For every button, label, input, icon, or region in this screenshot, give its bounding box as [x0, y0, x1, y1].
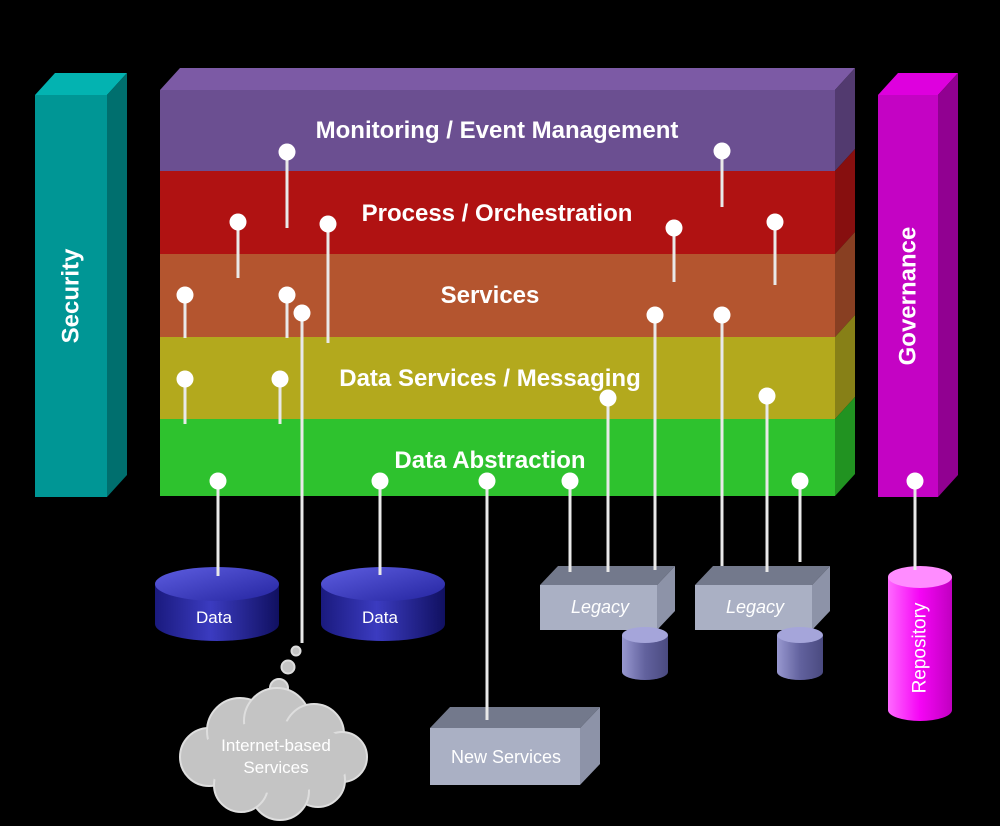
legacy-box-1-side [657, 566, 675, 630]
governance-pillar-top [878, 73, 958, 95]
security-pillar: Security [35, 73, 127, 497]
legacy-box-1-top [540, 566, 675, 585]
connector-pin [766, 213, 784, 285]
connector-pin [665, 219, 683, 282]
connector-pin [319, 215, 337, 343]
security-pillar-side [107, 73, 127, 497]
stack-top-face [160, 68, 855, 90]
legacy-box-2-top [695, 566, 830, 585]
new-services-box-top [430, 707, 600, 728]
connector-pins [176, 142, 924, 720]
connector-pin [561, 472, 579, 572]
new-services-box-front [430, 728, 580, 785]
connector-pin [271, 370, 289, 424]
layer-dataservices-side [835, 315, 855, 419]
connector-pin [478, 472, 496, 720]
data-cylinder-2-label: Data [362, 608, 398, 627]
legacy-box-2-label: Legacy [726, 597, 785, 617]
cloud-label-line1: Internet-based [221, 736, 331, 755]
connector-pin [599, 389, 617, 572]
connector-pin [209, 472, 227, 576]
connector-pin [176, 286, 194, 338]
repository-label: Repository [910, 602, 931, 693]
repository-cylinder-top [888, 566, 952, 588]
connector-pin [278, 286, 296, 338]
legacy-cylinder-2 [777, 627, 823, 680]
connector-pin [791, 472, 809, 562]
legacy-box-1-front [540, 585, 657, 630]
governance-pillar: Governance [878, 73, 958, 497]
connector-pin [371, 472, 389, 575]
connector-pin [906, 472, 924, 570]
data-cylinder-1-top [155, 567, 279, 601]
layer-process-side [835, 149, 855, 254]
new-services-box-side [580, 707, 600, 785]
connector-pin [758, 387, 776, 572]
legacy-box-2-front [695, 585, 812, 630]
connector-pin [293, 304, 311, 643]
legacy-box-1: Legacy [540, 566, 675, 630]
new-services-label: New Services [451, 747, 561, 767]
legacy-cylinder-2-top [777, 627, 823, 643]
legacy-box-2: Legacy [695, 566, 830, 630]
layer-monitoring-label: Monitoring / Event Management [316, 117, 679, 144]
data-cylinder-2-top [321, 567, 445, 601]
connector-pin [646, 306, 664, 570]
legacy-box-1-label: Legacy [571, 597, 630, 617]
legacy-cylinder-1-top [622, 627, 668, 643]
layer-services-label: Services [441, 282, 540, 309]
repository-cylinder-body [888, 577, 952, 721]
layer-abstraction-label: Data Abstraction [394, 447, 585, 474]
layer-stack: Monitoring / Event Management Process / … [160, 68, 855, 496]
layer-services-side [835, 232, 855, 337]
governance-label: Governance [895, 227, 922, 366]
repository-cylinder: Repository [888, 566, 952, 721]
connector-pin [713, 306, 731, 566]
connector-pin [176, 370, 194, 424]
layer-monitoring-side [835, 68, 855, 171]
security-label: Security [58, 248, 85, 343]
internet-cloud: Internet-based Services [179, 645, 368, 821]
cloud-center [198, 721, 354, 793]
legacy-box-2-side [812, 566, 830, 630]
cloud-trail-bubble [280, 659, 296, 675]
legacy-cylinder-1-body [622, 635, 668, 680]
security-pillar-front [35, 95, 107, 497]
legacy-cylinder-2-body [777, 635, 823, 680]
layer-dataservices-label: Data Services / Messaging [339, 365, 640, 392]
layer-abstraction-side [835, 397, 855, 496]
legacy-cylinder-1 [622, 627, 668, 680]
data-cylinder-1-label: Data [196, 608, 232, 627]
connector-pin [713, 142, 731, 207]
data-cylinder-1: Data [155, 567, 279, 641]
cloud-label-line2: Services [243, 758, 308, 777]
new-services-box: New Services [430, 707, 600, 785]
connector-pin [278, 143, 296, 228]
connector-pin [229, 213, 247, 278]
layer-process-label: Process / Orchestration [362, 200, 633, 227]
data-cylinder-2: Data [321, 567, 445, 641]
security-pillar-top [35, 73, 127, 95]
cloud-trail-bubble [290, 645, 302, 657]
governance-pillar-side [938, 73, 958, 497]
governance-pillar-front [878, 95, 938, 497]
